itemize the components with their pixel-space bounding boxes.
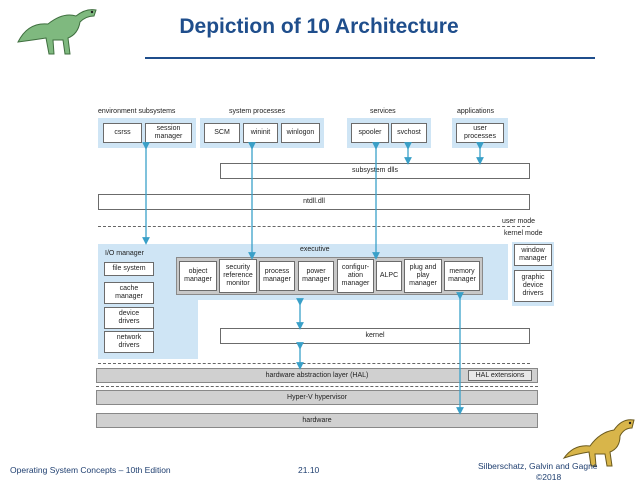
wininit-box: wininit bbox=[243, 123, 278, 143]
kernel-hal-divider bbox=[98, 363, 530, 364]
hal-label: hardware abstraction layer (HAL) bbox=[265, 372, 369, 379]
io-manager-label: I/O manager bbox=[105, 250, 144, 257]
footer-page-number: 21.10 bbox=[298, 465, 320, 475]
hyperv-bar: Hyper-V hypervisor bbox=[96, 390, 538, 405]
cache-manager-box: cache manager bbox=[104, 282, 154, 304]
csrss-box: csrss bbox=[103, 123, 142, 143]
hal-hyperv-divider bbox=[96, 386, 538, 387]
memory-manager-box: memory manager bbox=[444, 261, 480, 291]
kernel-box: kernel bbox=[220, 328, 530, 344]
network-drivers-box: network drivers bbox=[104, 331, 154, 353]
label-environment-subsystems: environment subsystems bbox=[98, 108, 176, 115]
hal-bar: hardware abstraction layer (HAL) bbox=[96, 368, 538, 383]
label-applications: applications bbox=[457, 108, 494, 115]
hal-extensions-box: HAL extensions bbox=[468, 370, 532, 381]
dinosaur-icon bbox=[562, 419, 635, 467]
power-manager-box: power manager bbox=[298, 261, 334, 291]
configuration-manager-box: configur- ation manager bbox=[337, 259, 374, 293]
hardware-bar: hardware bbox=[96, 413, 538, 428]
object-manager-box: object manager bbox=[179, 261, 217, 291]
ntdll-box: ntdll.dll bbox=[98, 194, 530, 210]
scm-box: SCM bbox=[204, 123, 240, 143]
user-kernel-divider bbox=[98, 226, 530, 227]
plug-and-play-manager-box: plug and play manager bbox=[404, 259, 442, 293]
label-system-processes: system processes bbox=[229, 108, 286, 115]
window-manager-box: window manager bbox=[514, 244, 552, 266]
dinosaur-icon bbox=[17, 9, 97, 55]
title-divider bbox=[145, 57, 595, 59]
security-reference-monitor-box: security reference monitor bbox=[219, 259, 257, 293]
user-mode-label: user mode bbox=[502, 218, 536, 225]
footer-copyright: ©2018 bbox=[536, 472, 562, 482]
footer-left: Operating System Concepts – 10th Edition bbox=[10, 465, 171, 475]
file-system-box: file system bbox=[104, 262, 154, 276]
alpc-box: ALPC bbox=[376, 261, 402, 291]
kernel-mode-label: kernel mode bbox=[504, 230, 543, 237]
slide-title: Depiction of 10 Architecture bbox=[179, 15, 459, 38]
executive-area-lower bbox=[168, 300, 198, 359]
device-drivers-box: device drivers bbox=[104, 307, 154, 329]
label-services: services bbox=[370, 108, 396, 115]
process-manager-box: process manager bbox=[259, 261, 295, 291]
executive-label: executive bbox=[300, 246, 330, 253]
graphic-device-drivers-box: graphic device drivers bbox=[514, 270, 552, 302]
winlogon-box: winlogon bbox=[281, 123, 320, 143]
hyperv-label: Hyper-V hypervisor bbox=[287, 394, 347, 401]
session-manager-box: session manager bbox=[145, 123, 192, 143]
footer-right: Silberschatz, Galvin and Gagne bbox=[478, 461, 598, 471]
spooler-box: spooler bbox=[351, 123, 389, 143]
hardware-label: hardware bbox=[302, 417, 332, 424]
